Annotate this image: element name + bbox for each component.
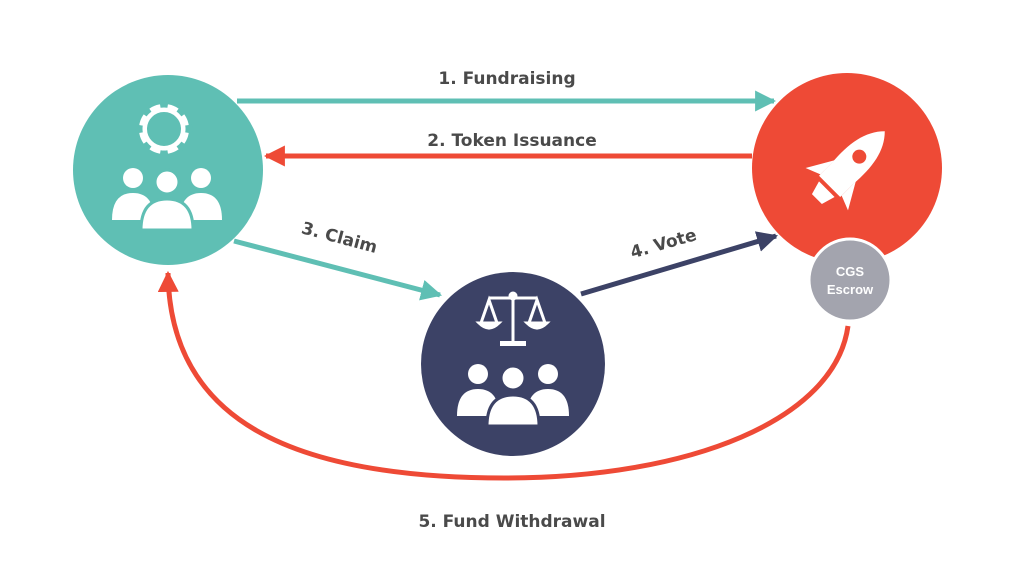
arbitrators-node xyxy=(421,272,605,456)
claim-label: 3. Claim xyxy=(299,218,379,257)
fund-withdrawal-arrow xyxy=(157,270,851,481)
rocket-icon xyxy=(805,131,885,211)
escrow-label-line1: CGS xyxy=(836,264,865,279)
people-group-icon xyxy=(457,364,569,428)
scales-icon xyxy=(475,291,551,346)
escrow-label-line2: Escrow xyxy=(827,282,874,297)
people-group-icon xyxy=(112,168,222,232)
vote-label: 4. Vote xyxy=(628,225,699,263)
escrow-badge: CGS Escrow xyxy=(807,237,893,323)
investors-node xyxy=(73,75,263,265)
fundraising-label: 1. Fundraising xyxy=(438,69,575,89)
lifebuoy-icon xyxy=(135,100,193,158)
fund-withdrawal-label: 5. Fund Withdrawal xyxy=(418,512,605,532)
vote-arrow xyxy=(580,231,779,297)
claim-arrow xyxy=(233,238,443,301)
token-issuance-label: 2. Token Issuance xyxy=(427,131,596,151)
project-node xyxy=(752,73,942,263)
